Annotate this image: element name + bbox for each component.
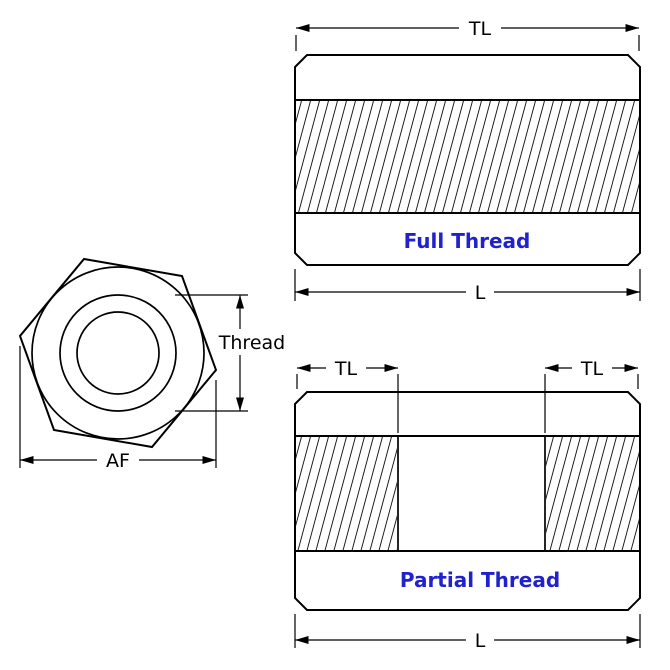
full-thread-title: Full Thread <box>404 229 531 253</box>
hex-body-outline <box>18 257 218 449</box>
partial-thread-hatch-left <box>296 437 397 550</box>
full-tl-label-gap <box>459 16 501 40</box>
thread-minor-circle <box>76 311 160 395</box>
partial-l-dim-label: L <box>475 630 486 652</box>
partial-tl-left-label-gap <box>326 356 366 380</box>
thread-label-gap <box>212 329 292 355</box>
partial-tl-left-dim-label: TL <box>334 358 358 380</box>
full-l-dim-label: L <box>475 282 486 304</box>
full-thread-view: Full Thread TL L <box>294 16 641 304</box>
af-dim-label: AF <box>106 450 130 472</box>
full-thread-hatch <box>296 101 639 212</box>
thread-dim-label: Thread <box>218 332 285 354</box>
full-l-label-gap <box>466 280 494 304</box>
partial-tl-right-dim-label: TL <box>580 358 604 380</box>
partial-thread-view: Partial Thread TL TL L <box>294 356 641 652</box>
af-label-gap <box>97 448 139 473</box>
full-thread-body-outline <box>294 54 641 266</box>
partial-tl-right-label-gap <box>572 356 612 380</box>
full-tl-dim-label: TL <box>468 18 492 40</box>
partial-thread-title: Partial Thread <box>400 568 560 592</box>
chamfer-circle <box>31 266 205 440</box>
partial-thread-body-outline <box>294 391 641 611</box>
thread-major-circle <box>59 294 177 412</box>
front-view: Thread AF <box>18 257 292 473</box>
partial-thread-hatch-right <box>546 437 639 550</box>
partial-l-label-gap <box>466 628 494 652</box>
